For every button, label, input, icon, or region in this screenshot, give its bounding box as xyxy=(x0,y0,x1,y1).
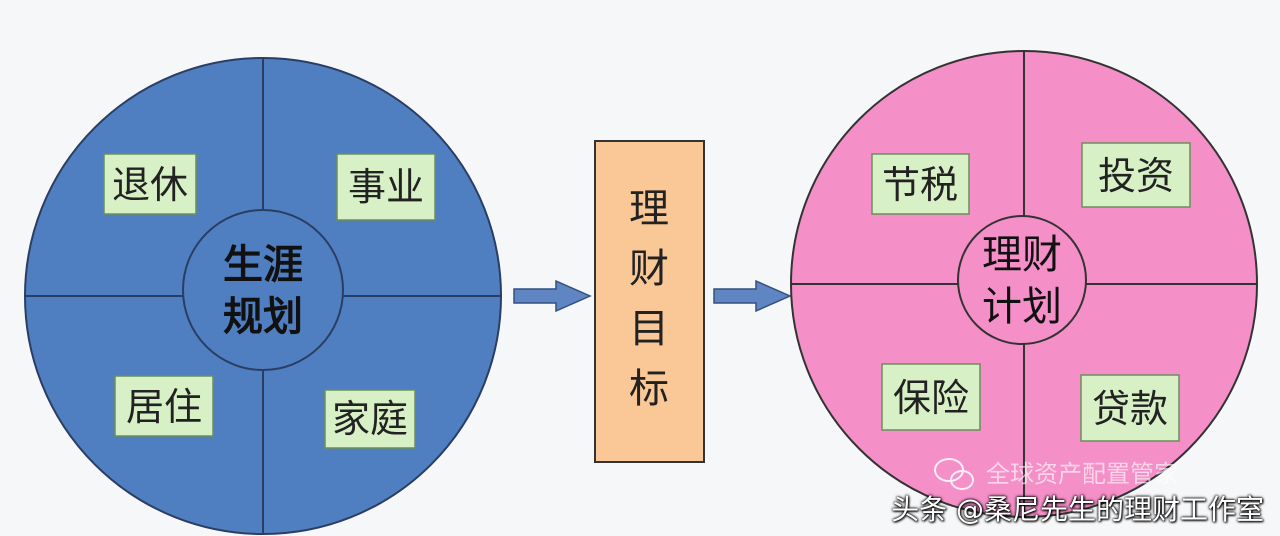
retirement-label: 退休 xyxy=(112,163,188,207)
goal-char-4: 标 xyxy=(629,366,669,412)
housing-label: 居住 xyxy=(126,385,202,429)
plan-center-circle xyxy=(957,215,1087,345)
arrow-to-goal xyxy=(513,279,592,313)
plan-center-label-line2: 计划 xyxy=(982,284,1062,330)
investment-tile xyxy=(1081,142,1191,208)
insurance-tile xyxy=(881,363,981,431)
career-label: 事业 xyxy=(348,165,424,209)
watermark-text: 全球资产配置管家 xyxy=(986,460,1178,488)
goal-char-3: 目 xyxy=(629,306,669,352)
arrow-to-plan xyxy=(713,279,792,313)
housing-tile xyxy=(114,375,214,437)
financial-goal-box: 理 财 目 标 xyxy=(594,140,705,463)
financial-plan-circle: 理财 计划 节税 投资 保险 贷款 xyxy=(790,50,1258,518)
tax-saving-label: 节税 xyxy=(882,163,958,207)
wechat-icon xyxy=(934,458,974,490)
loan-tile xyxy=(1080,374,1180,442)
investment-label: 投资 xyxy=(1098,154,1174,198)
goal-char-2: 财 xyxy=(629,246,669,292)
career-center-circle xyxy=(182,209,344,371)
loan-label: 贷款 xyxy=(1092,387,1168,431)
plan-center-label-line1: 理财 xyxy=(982,232,1062,278)
career-tile xyxy=(336,153,436,221)
family-tile xyxy=(324,389,416,449)
career-planning-circle: 生涯 规划 退休 事业 居住 家庭 xyxy=(24,57,502,535)
insurance-label: 保险 xyxy=(893,376,969,420)
watermark: 全球资产配置管家 xyxy=(934,458,1178,490)
career-center-label-line2: 规划 xyxy=(223,294,303,340)
tax-saving-tile xyxy=(871,153,970,215)
goal-char-1: 理 xyxy=(629,186,669,232)
retirement-tile xyxy=(103,153,197,215)
source-credit: 头条 @桑尼先生的理财工作室 xyxy=(891,493,1264,526)
family-label: 家庭 xyxy=(332,397,408,441)
career-center-label-line1: 生涯 xyxy=(223,242,303,288)
goal-box-body xyxy=(594,140,705,463)
